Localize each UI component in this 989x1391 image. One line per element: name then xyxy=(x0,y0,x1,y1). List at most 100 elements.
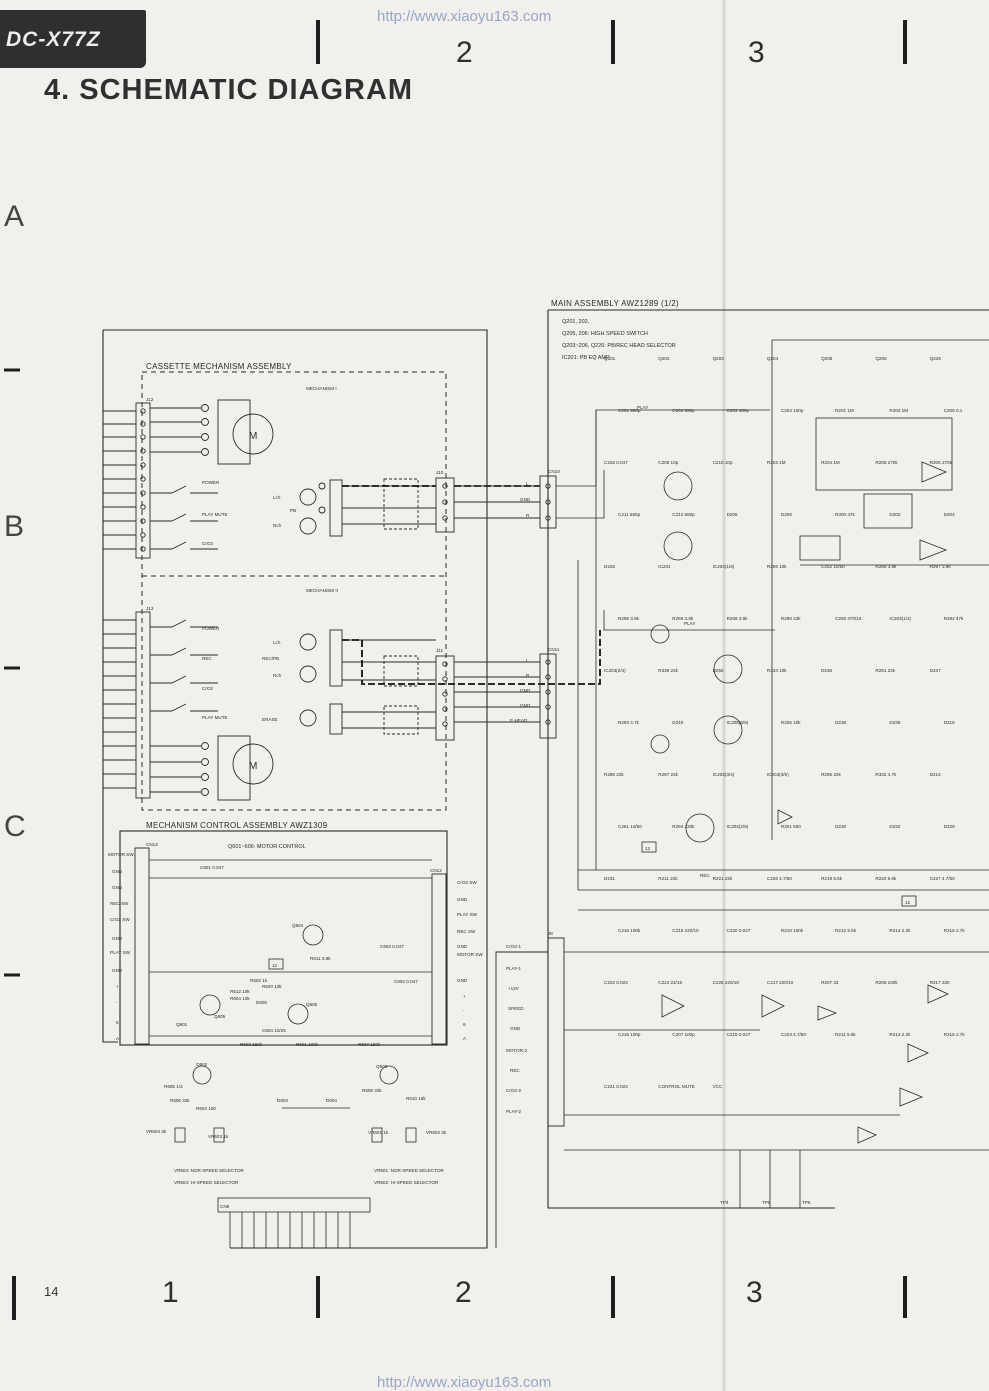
cn12-pin-7: GND xyxy=(457,978,468,983)
main-component-label: R201 1M xyxy=(835,408,854,413)
head-lch2: Lch xyxy=(273,640,281,645)
main-component-label: Q201 xyxy=(604,356,616,361)
ctl-r605: R605 1/4 xyxy=(164,1084,183,1089)
watermark-url-top[interactable]: http://www.xiaoyu163.com xyxy=(377,8,552,25)
main-component-label: D206 xyxy=(781,512,792,517)
cn10-pin-gnd: GND xyxy=(520,497,531,502)
main-component-label: R212 5.6k xyxy=(835,928,857,933)
main-component-label: R220 5.6k xyxy=(875,876,897,881)
watermark-url-bottom[interactable]: http://www.xiaoyu163.com xyxy=(377,1374,552,1391)
control-component-labels: C601 0.047 Q604 R611 3.9k C603 0.047 C60… xyxy=(146,865,447,1139)
main-component-label: C210 10p xyxy=(713,460,733,465)
ctl-q601: Q601 xyxy=(176,1022,188,1027)
main-component-label: IC204(1/6) xyxy=(713,564,735,569)
j8-pin-9: PLAY-2 xyxy=(506,1109,522,1114)
main-component-label: R211 22k xyxy=(658,876,678,881)
main-component-label: R214 2.2k xyxy=(889,928,911,933)
mech2-label: MECHANISM II xyxy=(306,588,338,593)
ctl-r608: R608 33k xyxy=(362,1088,382,1093)
control-circuit xyxy=(149,859,432,1248)
main-component-label: IC204(2/6) xyxy=(727,824,749,829)
motor-2 xyxy=(150,735,274,801)
main-component-label: IC204(3/6) xyxy=(767,772,789,777)
cn10-connector xyxy=(454,475,557,529)
cn13-pin-9: + xyxy=(116,984,119,989)
motor-1-label: M xyxy=(249,431,257,442)
j8-pin-7: REC xyxy=(510,1068,520,1073)
control-note: Q601~606: MOTOR CONTROL xyxy=(228,844,306,850)
main-component-label: C252 10/50 xyxy=(821,564,845,569)
main-component-label: R290 22k xyxy=(781,616,801,621)
main-component-label: R207 33 xyxy=(821,980,839,985)
main-component-label: C220 0.027 xyxy=(727,928,751,933)
main-circuit xyxy=(268,339,989,1208)
tp6: TP6 xyxy=(802,1200,811,1205)
row-marker-b: B xyxy=(4,510,25,543)
main-component-label: R293 4.7k xyxy=(618,720,640,725)
cn12-pin-labels: CrO2 SW GND PLAY SW REC SW GND MOTOR SW … xyxy=(457,880,483,1041)
main-component-label: C261 10/50 xyxy=(618,824,642,829)
cn13-pin-10: - xyxy=(116,1000,118,1005)
mech1-cro2: CrO2 xyxy=(202,541,213,546)
main-component-label: D232 xyxy=(889,824,900,829)
vr-note-3: VR601: NOR-SPEED SELECTOR xyxy=(374,1168,445,1173)
main-component-label: D204 xyxy=(944,512,955,517)
cn13-pin-12: A xyxy=(116,1036,120,1041)
cn12-pin-8: + xyxy=(463,994,466,999)
main-component-label: R334 10k xyxy=(767,668,787,673)
main-component-label: R292 47k xyxy=(944,616,964,621)
cn8-label: CN8 xyxy=(220,1204,230,1209)
main-component-label: R291 22k xyxy=(875,668,895,673)
main-component-label: C205 0.1 xyxy=(944,408,963,413)
outer-frames xyxy=(102,309,989,1249)
main-component-label: R202 1M xyxy=(889,408,908,413)
ctl-c601: C601 0.047 xyxy=(200,865,224,870)
cn12-pin-4: REC SW xyxy=(457,929,476,934)
j8-pin-8: CrO2-2 xyxy=(506,1088,522,1093)
main-component-label: R336 22k xyxy=(658,668,678,673)
signal-path-bold xyxy=(342,485,601,685)
column-marker-3-top: 3 xyxy=(748,36,765,69)
j8-pin-5: GND xyxy=(510,1026,521,1031)
cn13-pin-2: GND xyxy=(112,869,123,874)
cn12-label: CN12 xyxy=(430,868,442,873)
cn12-pin-10: 6 xyxy=(463,1022,466,1027)
main-component-label: C227 4.7/50 xyxy=(930,876,955,881)
ref-box-2: 12 xyxy=(645,846,651,851)
ctl-c604: C604 10/25 xyxy=(262,1028,286,1033)
main-component-label: D226 xyxy=(604,564,615,569)
main-component-label: D255 xyxy=(713,668,724,673)
ctl-q603: Q603 xyxy=(376,1064,388,1069)
ctl-d604: D604 xyxy=(326,1098,337,1103)
main-component-label: Q205 xyxy=(821,356,833,361)
mech2-cro2: CrO2 xyxy=(202,686,213,691)
main-component-label: R301 560 xyxy=(781,824,801,829)
head-rch2: Rch xyxy=(273,673,282,678)
cn12-pin-1: CrO2 SW xyxy=(457,880,477,885)
main-component-label: R294 220k xyxy=(672,824,695,829)
main-note-1: Q201, 202, xyxy=(562,319,590,325)
mech1-label: MECHANISM I xyxy=(306,386,337,391)
cn13-pin-1: MOTOR SW xyxy=(108,852,134,857)
main-note-4: IC201: PB EQ AMP xyxy=(562,355,610,361)
ctl-vr602: VR602 2k xyxy=(426,1130,447,1135)
main-component-label: D202 xyxy=(889,512,900,517)
signal-play: PLAY xyxy=(637,405,648,410)
main-component-label: VCC xyxy=(713,1084,723,1089)
head-lch: Lch xyxy=(273,495,281,500)
main-component-label: C204 100p xyxy=(781,408,804,413)
main-component-label: D238 xyxy=(835,720,846,725)
main-component-label: Q203 xyxy=(713,356,725,361)
ctl-c603: C603 0.047 xyxy=(380,944,404,949)
main-component-label: R210 100k xyxy=(781,928,804,933)
cn13-pin-7: PLAY SW xyxy=(110,950,131,955)
grid-tick-marks xyxy=(4,20,907,1320)
main-component-label: C217 220/10 xyxy=(767,980,794,985)
main-component-label: IC205(6/6) xyxy=(727,720,749,725)
main-component-label: C212 680p xyxy=(672,512,695,517)
main-component-label: Q204 xyxy=(767,356,779,361)
vr-note-2: VR604: HI-SPEED SELECTOR xyxy=(174,1180,239,1185)
ctl-r610: R610 18k xyxy=(406,1096,426,1101)
column-marker-2-bottom: 2 xyxy=(455,1276,472,1309)
